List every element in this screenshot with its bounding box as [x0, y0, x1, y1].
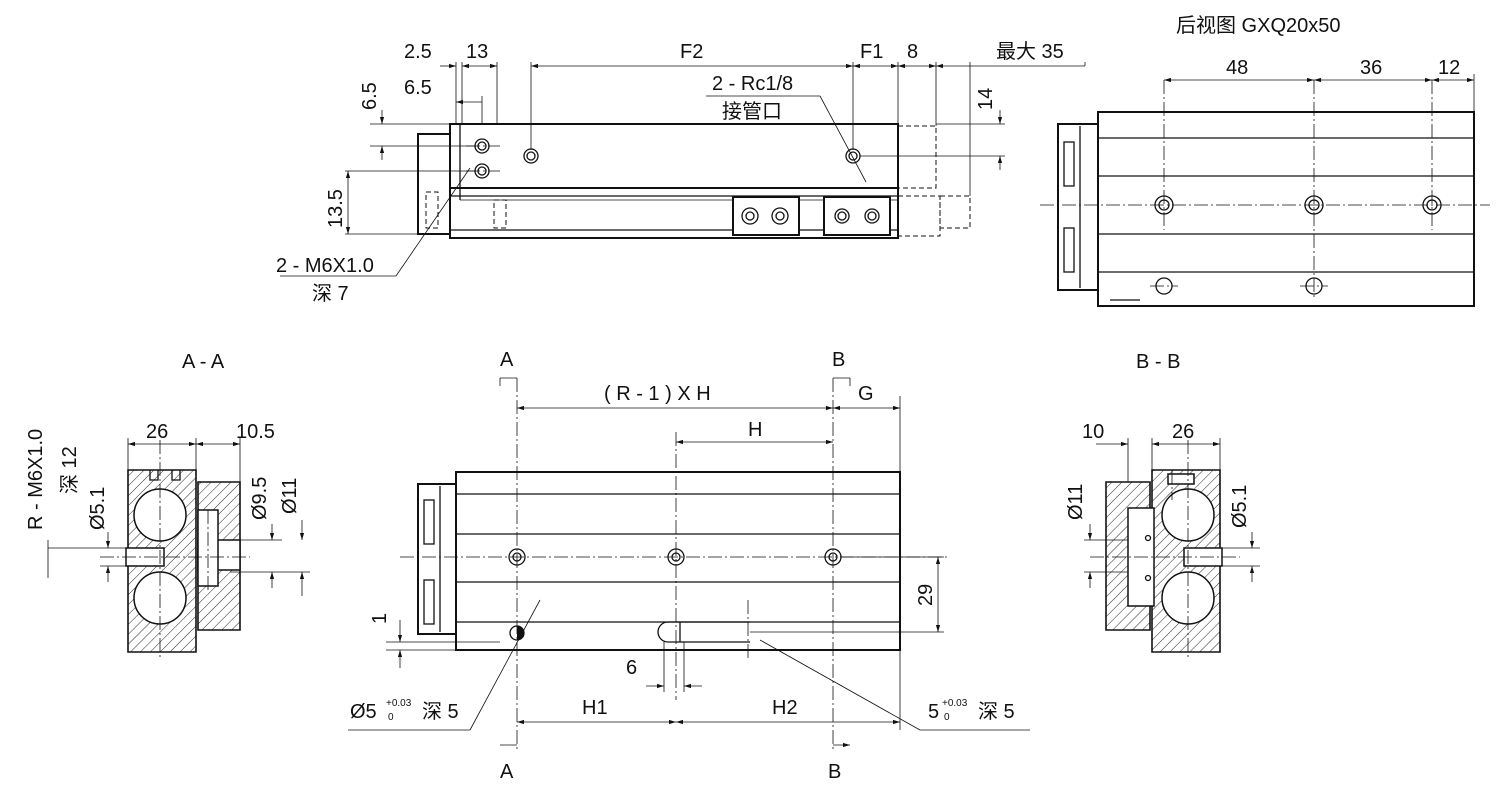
bb-dim-11: Ø11 [1065, 484, 1087, 520]
bb-dim-5-1: Ø5.1 [1229, 485, 1251, 528]
section-bb-title: B - B [1136, 351, 1180, 373]
dim-h2: H2 [772, 697, 798, 719]
dim-13: 13 [466, 41, 488, 63]
pin-hole-tol-upper: +0.03 [386, 698, 412, 709]
bb-dim-26: 26 [1172, 421, 1194, 443]
dim-13-5: 13.5 [325, 189, 347, 228]
end-plate [417, 133, 451, 235]
dim-r-1-x-h: ( R - 1 ) X H [604, 383, 711, 405]
dim-36: 36 [1360, 57, 1382, 79]
pin-hole-depth: 深 5 [422, 700, 459, 723]
section-aa-title: A - A [182, 351, 225, 373]
slot-tol-upper: +0.03 [942, 698, 968, 709]
slot-tol-lower: 0 [944, 712, 950, 723]
dim-max-35: 最大 35 [996, 40, 1064, 63]
aa-dim-9-5: Ø9.5 [249, 477, 271, 520]
section-mark-b-bottom: B [828, 761, 841, 783]
dim-F1: F1 [860, 41, 883, 63]
section-aa: A - A 26 10.5 Ø9.5 Ø11 Ø5.1 R - M6X1.0 深… [25, 351, 310, 660]
aa-callout-line1: R - M6X1.0 [25, 429, 47, 530]
rear-body [1097, 111, 1475, 307]
callout-thread-line2: 深 7 [312, 282, 349, 305]
dim-h: H [748, 419, 762, 441]
rear-view: 后视图 GXQ20x50 48 36 12 [1040, 14, 1490, 307]
aa-callout-line2: 深 12 [58, 446, 81, 494]
aa-dim-11: Ø11 [279, 478, 301, 514]
section-bb: B - B 10 26 Ø11 Ø5.1 [1065, 351, 1260, 660]
dim-2-5: 2.5 [404, 41, 432, 63]
dim-F2: F2 [680, 41, 703, 63]
side-view: 2.5 13 F2 F1 8 最大 35 6.5 6.5 13.5 14 2 -… [276, 40, 1086, 305]
pin-hole-diameter: Ø5 [350, 701, 377, 723]
slot-depth: 深 5 [978, 700, 1015, 723]
callout-port-line1: 2 - Rc1/8 [712, 73, 793, 95]
dim-6-5-v: 6.5 [359, 82, 381, 110]
aa-dim-5-1: Ø5.1 [87, 487, 109, 530]
dim-29: 29 [915, 584, 937, 606]
mount-block-2 [823, 196, 891, 236]
section-mark-a-top: A [500, 349, 514, 371]
dim-g: G [858, 383, 874, 405]
dim-14: 14 [975, 88, 997, 110]
aa-dim-26: 26 [146, 421, 168, 443]
dim-6: 6 [626, 657, 637, 679]
dim-h1: H1 [582, 697, 608, 719]
rear-view-title: 后视图 GXQ20x50 [1176, 14, 1341, 37]
bb-dim-10: 10 [1082, 421, 1104, 443]
dim-48: 48 [1226, 57, 1248, 79]
pin-hole-tol-lower: 0 [388, 712, 394, 723]
rear-end-plate [1057, 123, 1099, 291]
dim-6-5-h: 6.5 [404, 77, 432, 99]
callout-port-line2: 接管口 [722, 100, 782, 123]
mount-block-1 [732, 196, 800, 236]
dim-12: 12 [1438, 57, 1460, 79]
dim-1: 1 [369, 613, 391, 624]
slot-width: 5 [928, 701, 939, 723]
bottom-view: A B A B ( R - 1 ) X H G H 29 1 6 H1 H2 Ø… [348, 349, 1030, 783]
aa-dim-10-5: 10.5 [236, 421, 275, 443]
section-mark-b-top: B [832, 349, 845, 371]
section-mark-a-bottom: A [500, 761, 514, 783]
body-upper [449, 123, 899, 189]
callout-thread-line1: 2 - M6X1.0 [276, 255, 374, 277]
dim-8: 8 [907, 41, 918, 63]
